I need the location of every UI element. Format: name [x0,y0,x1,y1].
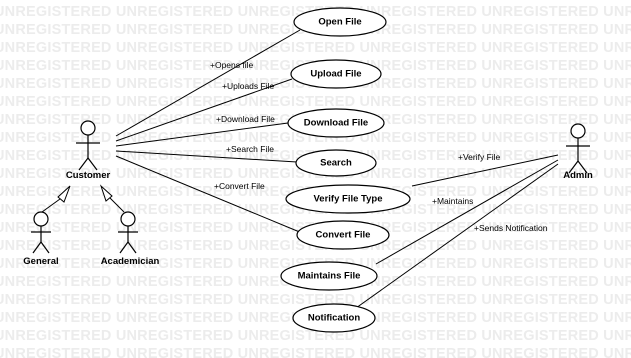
actor-admin[interactable]: Admin [563,123,593,181]
actor-customer[interactable]: Customer [66,120,111,181]
actor-head [570,123,586,139]
actor-head [120,211,136,227]
association-line [115,122,289,147]
customer-associations: +Opens file +Uploads File +Download File… [115,29,303,234]
use-case-label: Open File [318,17,361,28]
association-label: +Verify File [458,152,501,162]
use-case-label: Search [320,158,352,169]
association-line [355,163,559,309]
association-line [411,154,559,187]
actor-academician[interactable]: Academician [101,211,160,267]
association-line [115,150,298,163]
use-case-download-file[interactable]: Download File [287,108,385,138]
watermark-text: UNREGISTERED UNREGISTERED UNREGISTERED U… [0,328,631,344]
use-case-verify-file-type[interactable]: Verify File Type [285,184,411,214]
use-case-notification[interactable]: Notification [292,303,376,333]
generalization-arrowhead [99,184,113,202]
use-case-label: Maintains File [298,271,361,282]
use-case-label: Verify File Type [314,194,383,205]
association-label: +Search File [226,144,274,154]
association-line [115,29,301,137]
association-line [115,78,293,142]
actor-label: Admin [563,170,593,181]
actor-label: Customer [66,170,111,181]
actor-general[interactable]: General [23,211,59,267]
watermark-text: UNREGISTERED UNREGISTERED UNREGISTERED U… [0,292,631,308]
generalization-arrows [41,184,125,213]
watermark-text: UNREGISTERED UNREGISTERED UNREGISTERED U… [0,40,631,56]
watermark-text: UNREGISTERED UNREGISTERED UNREGISTERED U… [0,130,631,146]
use-case-label: Notification [308,313,360,324]
use-case-open-file[interactable]: Open File [293,7,387,37]
actor-label: General [23,256,58,267]
generalization-line [109,197,125,213]
use-case-label: Upload File [310,69,361,80]
actor-head [33,211,49,227]
watermark-text: UNREGISTERED UNREGISTERED UNREGISTERED U… [0,346,631,358]
use-case-label: Convert File [316,230,371,241]
watermark-text: UNREGISTERED UNREGISTERED UNREGISTERED U… [0,94,631,110]
admin-associations: +Verify File +Maintains +Sends Notificat… [355,152,559,309]
association-line [115,155,303,234]
association-label: +Sends Notification [474,223,548,233]
association-line [375,159,559,265]
actor-head [80,120,96,136]
use-case-convert-file[interactable]: Convert File [296,220,390,250]
use-case-search[interactable]: Search [295,149,377,177]
generalization-arrowhead [57,185,71,203]
association-label: +Convert File [214,181,265,191]
association-label: +Uploads File [222,81,274,91]
use-case-upload-file[interactable]: Upload File [290,59,382,89]
generalization-line [41,198,61,213]
actor-label: Academician [101,256,160,267]
association-label: +Maintains [432,196,473,206]
use-cases: Open File Upload File Download File Sear… [280,7,411,333]
use-case-label: Download File [304,118,368,129]
association-label: +Download File [216,114,275,124]
use-case-maintains-file[interactable]: Maintains File [280,261,378,291]
association-label: +Opens file [210,60,254,70]
